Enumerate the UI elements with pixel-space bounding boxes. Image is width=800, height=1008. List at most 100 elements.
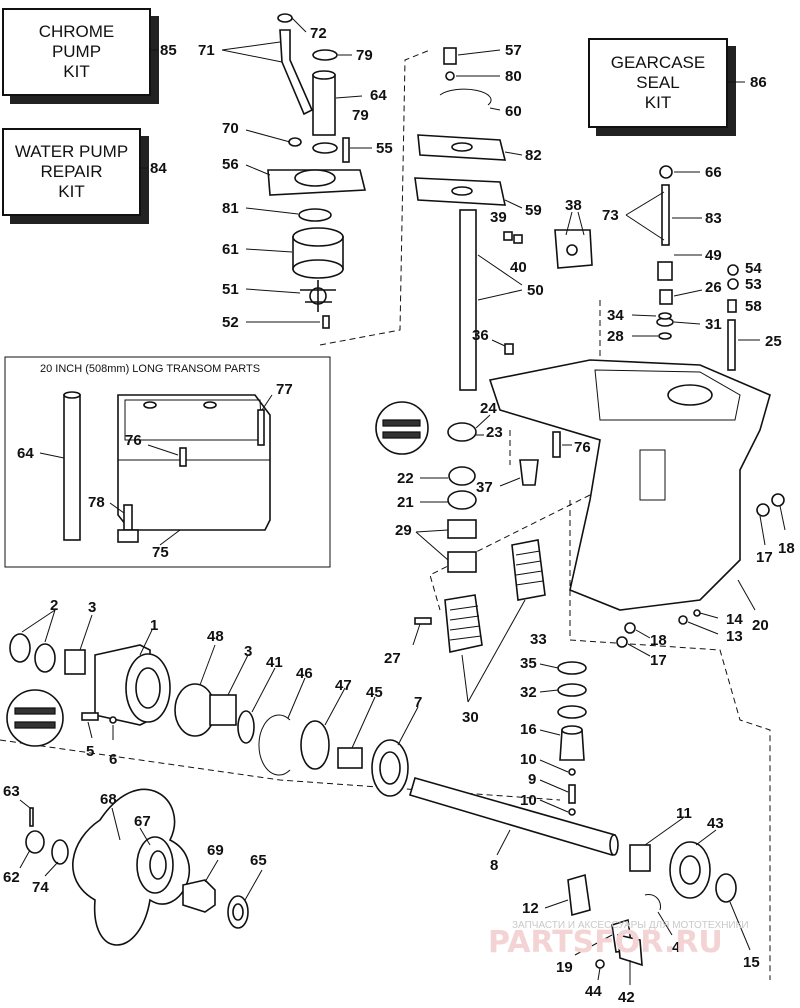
callout-43: 43 xyxy=(707,815,724,832)
ball-10-lower xyxy=(568,808,576,816)
o-ring-34 xyxy=(658,312,672,320)
bearing-21 xyxy=(447,490,477,510)
screw-13 xyxy=(678,615,688,625)
callout-72: 72 xyxy=(310,25,327,42)
water-tube-71 xyxy=(279,29,314,116)
callout-67: 67 xyxy=(134,813,151,830)
water-kit-line2: REPAIR xyxy=(40,162,103,181)
callout-64-long: 64 xyxy=(17,445,34,462)
o-ring-48 xyxy=(174,683,216,737)
screw-55 xyxy=(342,137,350,163)
callout-34: 34 xyxy=(607,307,624,324)
callout-82: 82 xyxy=(525,147,542,164)
callout-81: 81 xyxy=(222,200,239,217)
seal-2-b xyxy=(34,643,56,673)
callout-71: 71 xyxy=(198,42,215,59)
callout-42: 42 xyxy=(618,989,635,1006)
impeller-housing-61 xyxy=(292,227,344,279)
callout-24: 24 xyxy=(480,400,497,417)
forward-gear-43 xyxy=(669,841,711,899)
callout-28: 28 xyxy=(607,328,624,345)
callout-2: 2 xyxy=(50,597,58,614)
grommet-37 xyxy=(519,459,539,486)
callout-74: 74 xyxy=(32,879,49,896)
callout-83: 83 xyxy=(705,210,722,227)
bracket-38 xyxy=(554,229,593,269)
callout-26: 26 xyxy=(705,279,722,296)
callout-44: 44 xyxy=(585,983,602,1000)
callout-36: 36 xyxy=(472,327,489,344)
callout-13: 13 xyxy=(726,628,743,645)
gasket-59 xyxy=(414,177,507,206)
key-52 xyxy=(322,315,330,329)
callout-48: 48 xyxy=(207,628,224,645)
callout-4: 4 xyxy=(672,939,681,956)
propeller-nut-62 xyxy=(25,830,45,854)
nut-54 xyxy=(727,264,739,276)
bearing-15 xyxy=(715,873,737,903)
thrust-bearing-35 xyxy=(557,683,587,697)
stud-25 xyxy=(727,319,736,371)
gearcase-seal-kit-box: GEARCASE SEAL KIT xyxy=(588,38,728,128)
callout-40: 40 xyxy=(510,259,527,276)
screw-36 xyxy=(504,343,514,355)
callout-63: 63 xyxy=(3,783,20,800)
callout-55: 55 xyxy=(376,140,393,157)
callout-9: 9 xyxy=(528,771,536,788)
bearing-29-lower xyxy=(447,551,477,573)
callout-77: 77 xyxy=(276,381,293,398)
callout-18-lower: 18 xyxy=(650,632,667,649)
callout-52: 52 xyxy=(222,314,239,331)
chrome-kit-line1: CHROME xyxy=(38,22,115,41)
nut-17-lower xyxy=(616,636,628,648)
callout-62: 62 xyxy=(3,869,20,886)
thrust-washer-32 xyxy=(557,705,587,719)
screw-76-upper xyxy=(179,447,187,467)
impeller-51 xyxy=(300,280,336,312)
callout-17-lower: 17 xyxy=(650,652,667,669)
callout-49: 49 xyxy=(705,247,722,264)
grommet-66 xyxy=(659,165,673,179)
o-ring-81 xyxy=(298,208,332,222)
callout-18-right: 18 xyxy=(778,540,795,557)
water-tube-long-64 xyxy=(63,391,81,541)
shift-lever-42 xyxy=(617,933,643,967)
callout-16: 16 xyxy=(520,721,537,738)
screw-40 xyxy=(513,234,523,244)
callouts: 72 71 79 64 79 70 55 56 81 61 51 52 57 8… xyxy=(3,17,795,1006)
screw-27 xyxy=(414,617,432,625)
bearing-29-upper xyxy=(447,519,477,539)
watermark-brand: PARTSFOR.RU xyxy=(488,925,723,960)
callout-5: 5 xyxy=(86,743,94,760)
callout-7: 7 xyxy=(414,694,422,711)
grommet-72 xyxy=(277,13,293,23)
water-screen-30-right xyxy=(511,539,546,601)
washer-53 xyxy=(727,278,739,290)
clutch-dog-11 xyxy=(629,844,651,872)
propeller-67 xyxy=(72,788,190,946)
callout-37: 37 xyxy=(476,479,493,496)
plate-82 xyxy=(417,134,507,161)
callout-69: 69 xyxy=(207,842,224,859)
callout-54: 54 xyxy=(745,260,762,277)
seal-23 xyxy=(447,422,477,442)
kit-number-86: 86 xyxy=(750,74,767,91)
callout-64: 64 xyxy=(370,87,387,104)
callout-76-upper: 76 xyxy=(125,432,142,449)
ball-44 xyxy=(595,959,605,969)
callout-35: 35 xyxy=(520,655,537,672)
chrome-pump-kit-box: CHROME PUMP KIT xyxy=(2,8,151,96)
callout-79-lower: 79 xyxy=(352,107,369,124)
gearcase-kit-line2: SEAL xyxy=(636,73,680,92)
callout-11: 11 xyxy=(676,805,692,822)
callout-15: 15 xyxy=(743,954,760,971)
callout-31: 31 xyxy=(705,316,722,333)
ball-10-upper xyxy=(568,768,576,776)
screw-5 xyxy=(81,712,99,721)
chrome-kit-line2: PUMP xyxy=(51,42,102,61)
callout-80: 80 xyxy=(505,68,522,85)
callout-3-left: 3 xyxy=(88,599,96,616)
plate-ring-60 xyxy=(439,88,492,106)
callout-10-upper: 10 xyxy=(520,751,537,768)
callout-70: 70 xyxy=(222,120,239,137)
